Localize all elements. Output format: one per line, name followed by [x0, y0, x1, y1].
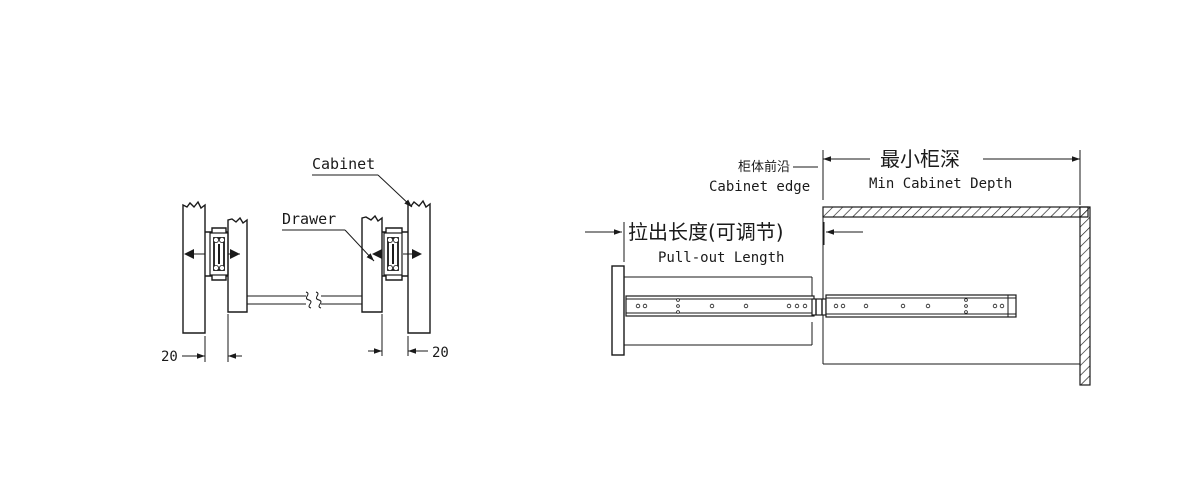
- drawer-body: [624, 276, 813, 346]
- pullout-cn-label: 拉出长度(可调节): [628, 220, 784, 244]
- side-view-diagram: 最小柜深 Min Cabinet Depth 柜体前沿 Cabinet edge…: [585, 147, 1091, 386]
- drawer-bottom: [247, 291, 362, 309]
- drawer-label: Drawer: [282, 210, 336, 228]
- min-depth-cn-label: 最小柜深: [880, 147, 960, 171]
- drawer-right-side: [361, 214, 383, 313]
- cabinet-right-wall: [407, 199, 431, 334]
- drawer-leader: [282, 229, 375, 262]
- left-clearance-value: 20: [161, 349, 178, 365]
- pullout-en-label: Pull-out Length: [658, 250, 784, 266]
- cabinet-left-wall: [182, 200, 206, 334]
- slide-rail: [625, 294, 1017, 318]
- cabinet-edge-en-label: Cabinet edge: [709, 179, 810, 195]
- cabinet-leader: [312, 174, 413, 208]
- cabinet-label: Cabinet: [312, 155, 375, 173]
- drawer-front-panel: [611, 265, 625, 356]
- min-depth-en-label: Min Cabinet Depth: [869, 176, 1012, 192]
- right-clearance-dimension: [368, 314, 428, 356]
- right-slide-profile: [372, 227, 422, 281]
- pullout-dimension: [585, 222, 863, 262]
- drawer-left-side: [227, 216, 248, 313]
- left-clearance-dimension: [182, 314, 242, 362]
- left-slide-profile: [184, 227, 240, 281]
- cross-section-diagram: Cabinet Drawer 20 20: [161, 155, 449, 365]
- min-depth-dimension: [822, 150, 1081, 205]
- cabinet-body: [822, 206, 1091, 386]
- right-clearance-value: 20: [432, 345, 449, 361]
- cabinet-edge-cn-label: 柜体前沿: [738, 159, 790, 175]
